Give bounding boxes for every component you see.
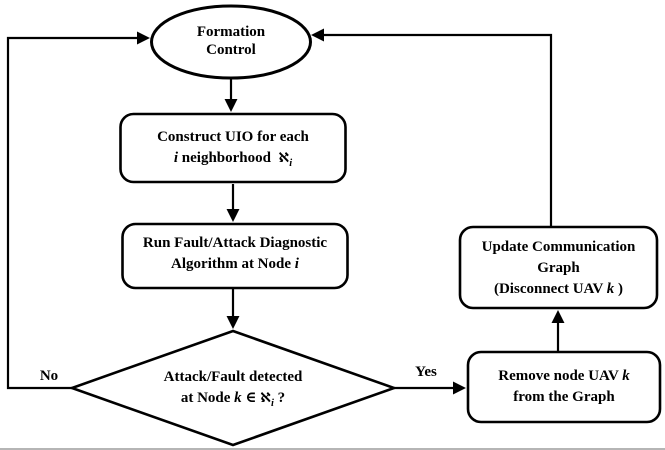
update-graph-label: Update Communication Graph (Disconnect U… [460, 237, 657, 300]
update-graph-box [458, 225, 659, 310]
element-of-symbol: ∈ [241, 390, 261, 406]
no-edge-label: No [39, 368, 59, 384]
aleph-subscript: i [289, 158, 293, 169]
label-text: Remove node UAV [498, 368, 623, 384]
label-text: ) [614, 281, 624, 297]
label-line: (Disconnect UAV k ) [460, 279, 657, 300]
italic-var-i: i [294, 256, 299, 272]
yes-edge-label: Yes [415, 364, 437, 380]
aleph-symbol: ℵ [278, 150, 290, 166]
aleph-symbol: ℵ [260, 390, 271, 406]
italic-var-i: i [173, 150, 179, 166]
label-text: Algorithm at Node [171, 256, 295, 272]
italic-var-k: k [622, 368, 630, 384]
label-text: (Disconnect UAV [493, 281, 607, 297]
label-line: Construct UIO for each [157, 129, 309, 145]
label-line: at Node k ∈ ℵi ? [133, 388, 333, 414]
label-line: Run Fault/Attack Diagnostic [142, 235, 328, 251]
label-text: ? [273, 390, 286, 406]
label-line: Update Communication [481, 239, 636, 255]
construct-uio-label: Construct UIO for each i neighborhood ℵi [120, 127, 346, 174]
arrow-update-to-formation [311, 28, 553, 227]
label-line: from the Graph [513, 389, 615, 405]
label-text: at Node [180, 390, 235, 406]
label-line: Algorithm at Node i [122, 254, 348, 275]
arrow-no-decision-to-formation [6, 31, 150, 390]
label-line: Graph [537, 260, 580, 276]
remove-node-label: Remove node UAV k from the Graph [468, 366, 660, 408]
remove-node-box [466, 350, 662, 424]
label-text: neighborhood [178, 150, 279, 166]
aleph-subscript: i [270, 398, 274, 409]
construct-uio-box [119, 112, 347, 184]
label-line: Attack/Fault detected [163, 369, 303, 385]
label-line: i neighborhood ℵi [120, 148, 346, 174]
formation-control-label: Formation Control [153, 23, 309, 59]
run-diagnostic-box [121, 222, 349, 290]
run-diagnostic-label: Run Fault/Attack Diagnostic Algorithm at… [122, 233, 348, 275]
label-line: Formation [196, 24, 266, 40]
label-line: Remove node UAV k [468, 366, 660, 387]
italic-var-k: k [234, 390, 242, 406]
italic-var-k: k [606, 281, 615, 297]
decision-label: Attack/Fault detected at Node k ∈ ℵi ? [133, 367, 333, 414]
decision-diamond [68, 329, 398, 447]
label-line: Control [206, 42, 256, 58]
